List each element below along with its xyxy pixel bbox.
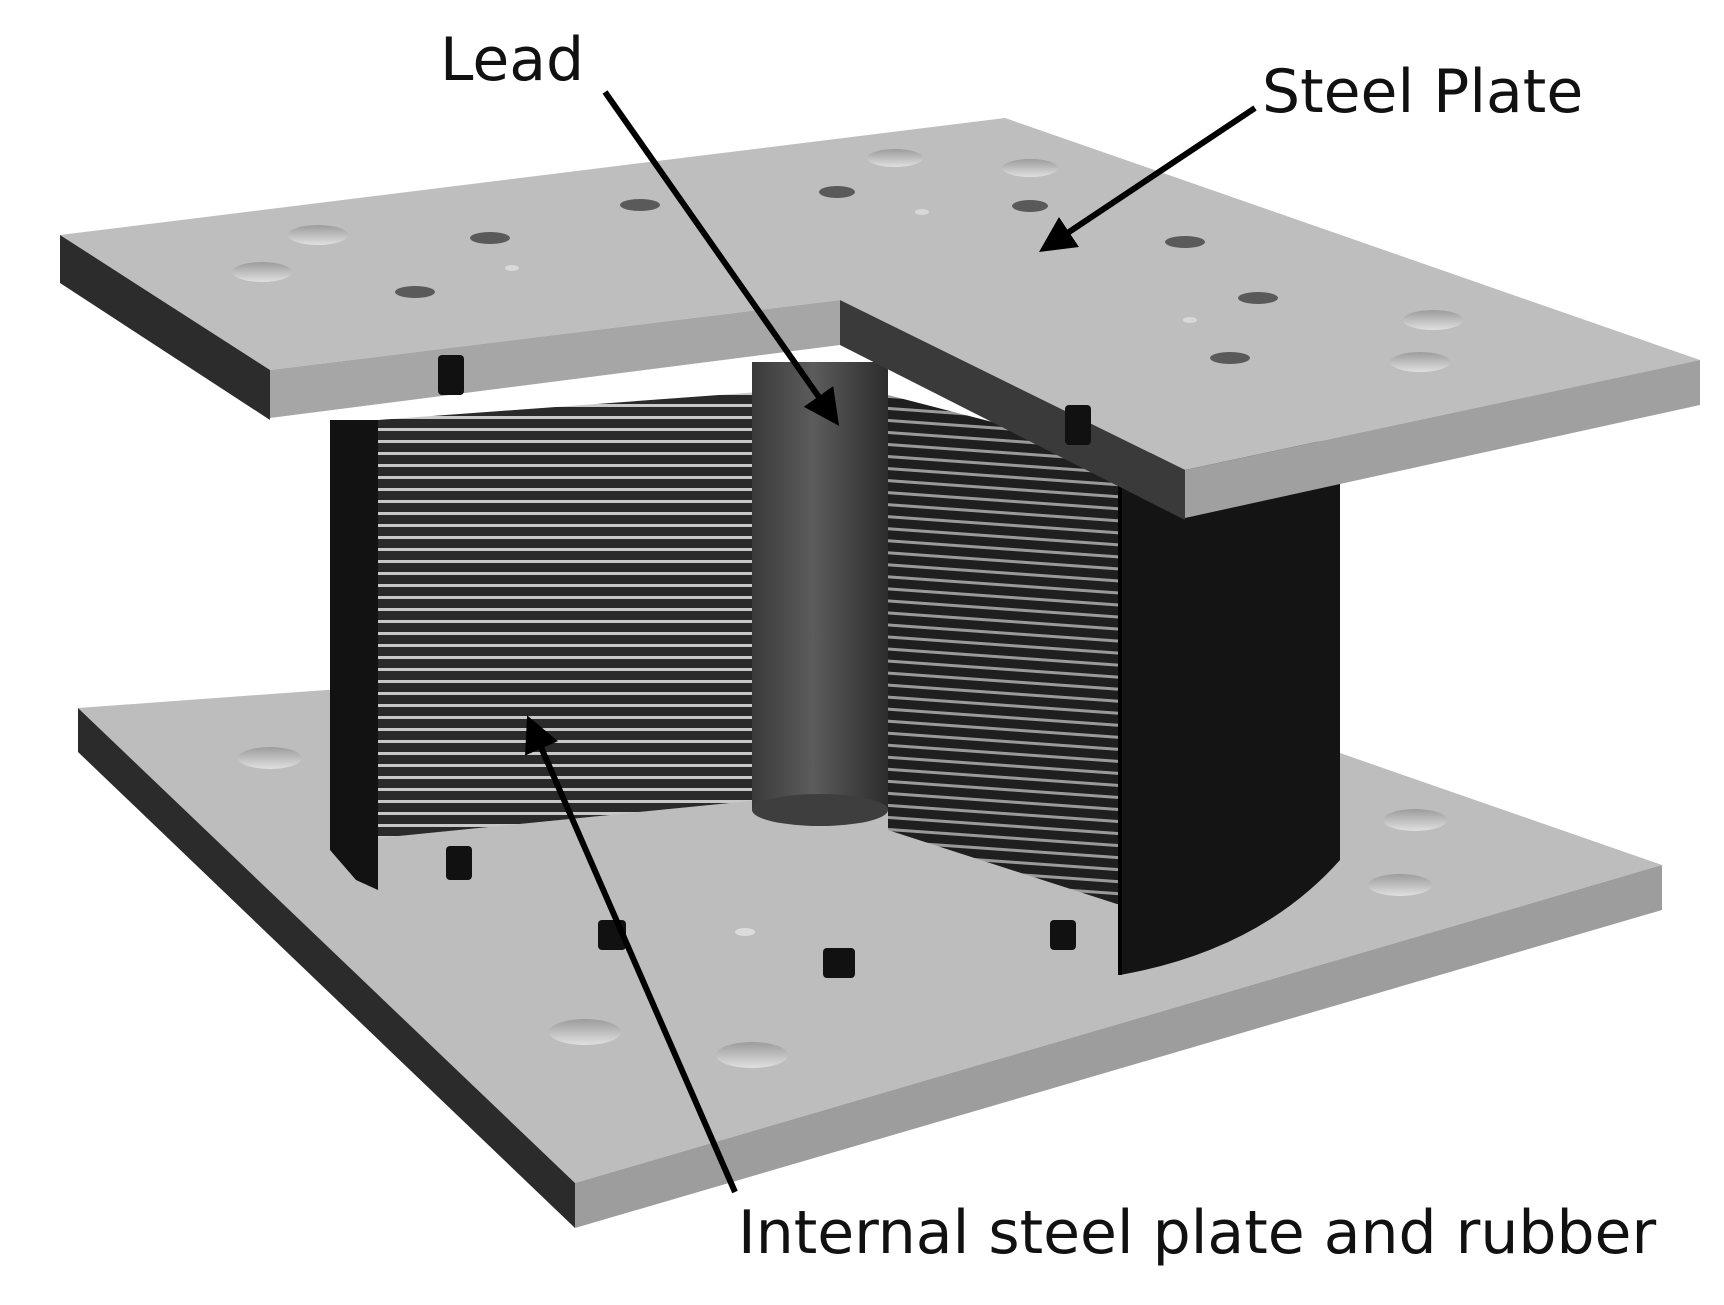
bottom-plate-holes — [238, 747, 1447, 1068]
bottom-plate-front-edge — [575, 865, 1662, 1228]
right-outer-shell — [1120, 440, 1340, 975]
bolt-hole — [1183, 317, 1197, 323]
bolt-hole — [819, 186, 855, 198]
top-plate-left-edge — [60, 235, 270, 420]
rubber-core — [330, 392, 1340, 975]
label-lead: Lead — [440, 25, 585, 95]
bolt-hole — [549, 1019, 621, 1045]
bolt-hole — [735, 928, 755, 936]
bolt-icon — [1050, 920, 1076, 950]
left-outer-shell — [330, 420, 378, 890]
bolt-icon — [823, 948, 855, 978]
bolt-hole — [232, 262, 292, 282]
internal-layers-arrow — [525, 715, 738, 1194]
lead-bottom-rim — [752, 794, 888, 826]
top-plate-front-face-left — [270, 300, 840, 418]
bolt-hole — [1165, 236, 1205, 248]
steel-plate-arrow — [1039, 105, 1257, 252]
bolt-hole — [238, 747, 302, 769]
label-steel-plate: Steel Plate — [1262, 57, 1584, 127]
lead-arrow — [602, 90, 840, 426]
label-internal-steel-plate-and-rubber: Internal steel plate and rubber — [738, 1198, 1657, 1268]
bolt-hole — [867, 149, 923, 167]
bolt-hole — [1238, 292, 1278, 304]
bolt-hole — [1210, 352, 1250, 364]
top-steel-plate — [60, 118, 1700, 520]
bolt-icon — [1065, 405, 1091, 445]
bolt-hole — [395, 286, 435, 298]
top-plate-holes — [232, 149, 1463, 372]
callout-arrows — [525, 90, 1257, 1194]
bolt-hole — [505, 265, 519, 271]
top-plate-top-face — [60, 118, 1700, 470]
bolt-icon — [446, 846, 472, 880]
bolt-icon — [438, 355, 464, 395]
bolt-hole — [1383, 809, 1447, 831]
bolt-hole — [288, 225, 348, 245]
left-layered-section — [378, 392, 760, 838]
bolt-hole — [1368, 874, 1432, 896]
bottom-plate-left-edge — [78, 708, 575, 1228]
bolt-hole — [1390, 352, 1450, 372]
top-plate-front-face-right — [1185, 360, 1700, 518]
bolt-hole — [1012, 200, 1048, 212]
bolt-hole — [716, 1042, 788, 1068]
bolt-hole — [620, 199, 660, 211]
bolt-hole — [1002, 159, 1058, 177]
lead-core — [752, 362, 888, 826]
bolt-hole — [915, 209, 929, 215]
bolt-hole — [1403, 310, 1463, 330]
top-plate-notch-wall — [840, 300, 1185, 520]
bolt-hole — [470, 232, 510, 244]
lead-cylinder — [752, 362, 888, 810]
right-layered-section — [888, 395, 1120, 905]
